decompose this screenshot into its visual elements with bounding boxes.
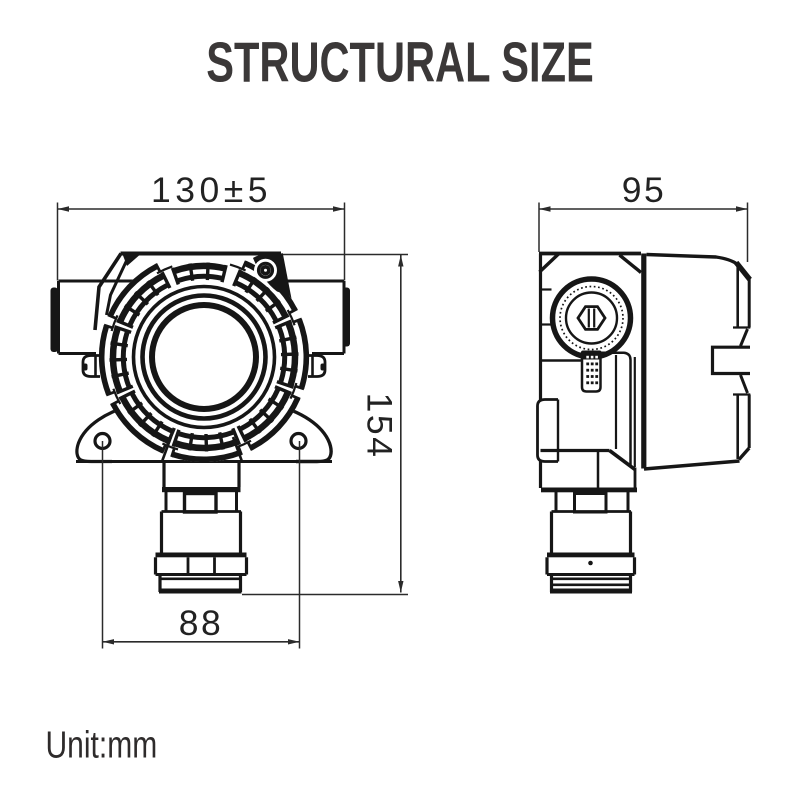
svg-text:Unit:mm: Unit:mm bbox=[46, 724, 158, 766]
svg-text:130±5: 130±5 bbox=[151, 170, 272, 210]
svg-text:STRUCTURAL SIZE: STRUCTURAL SIZE bbox=[206, 30, 594, 94]
svg-text:154: 154 bbox=[360, 393, 400, 460]
svg-text:88: 88 bbox=[179, 603, 224, 643]
svg-text:95: 95 bbox=[622, 170, 667, 210]
